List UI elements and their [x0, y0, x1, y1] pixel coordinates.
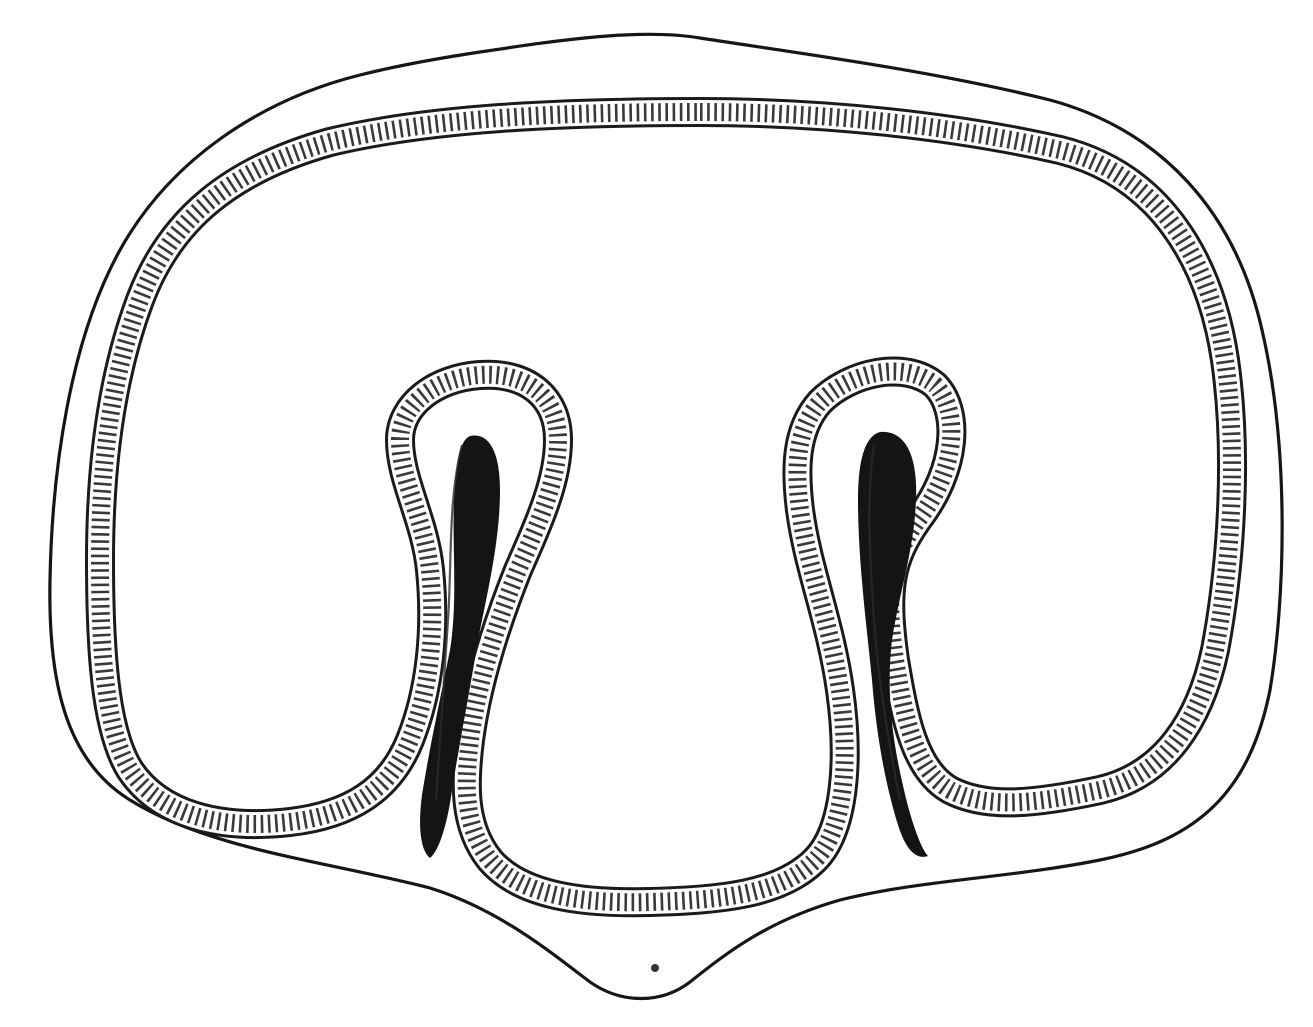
- epithelial-layer-with-folds: [100, 112, 1232, 902]
- small-mark: [651, 964, 659, 972]
